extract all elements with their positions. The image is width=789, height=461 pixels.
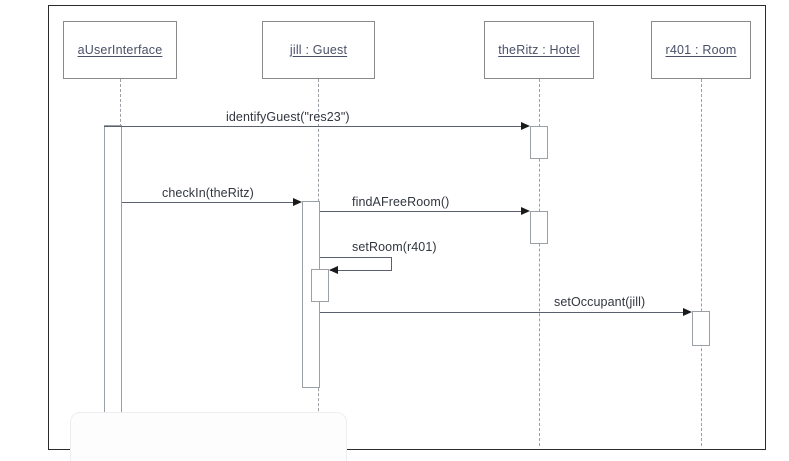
lifeline-label-r401-room: r401 : Room (665, 43, 737, 57)
message-arrowhead-findAFreeRoom (521, 207, 530, 215)
lifeline-head-theRitz-hotel[interactable]: theRitz : Hotel (484, 21, 594, 79)
message-label-setOccupant: setOccupant(jill) (554, 295, 646, 309)
lifeline-head-r401-room[interactable]: r401 : Room (651, 21, 751, 79)
message-label-findAFreeRoom: findAFreeRoom() (352, 195, 450, 209)
message-label-identifyGuest: identifyGuest("res23") (226, 110, 350, 124)
lifeline-label-theRitz-hotel: theRitz : Hotel (498, 43, 580, 57)
message-line-setOccupant[interactable] (320, 312, 684, 313)
activation-bar-r401-room[interactable] (692, 311, 710, 346)
lifeline-head-aUserInterface[interactable]: aUserInterface (63, 21, 177, 79)
activation-bar-theRitz-hotel-2[interactable] (530, 211, 548, 244)
lifeline-dash-r401-room (701, 79, 702, 446)
message-line-checkIn[interactable] (122, 202, 294, 203)
lifeline-head-jill-guest[interactable]: jill : Guest (262, 21, 375, 79)
activation-bar-aUserInterface[interactable] (104, 125, 122, 433)
activation-bar-theRitz-hotel-1[interactable] (530, 126, 548, 159)
message-arrowhead-setOccupant (683, 308, 692, 316)
message-line-identifyGuest[interactable] (104, 126, 522, 127)
message-arrowhead-checkIn (293, 198, 302, 206)
lifeline-label-jill-guest: jill : Guest (289, 43, 348, 57)
message-line-setRoom-bottom[interactable] (330, 270, 392, 271)
message-label-setRoom: setRoom(r401) (352, 240, 437, 254)
message-label-checkIn: checkIn(theRitz) (162, 186, 254, 200)
diagram-frame: aUserInterface jill : Guest theRitz : Ho… (48, 5, 766, 450)
message-line-setRoom-right (391, 257, 392, 270)
message-line-findAFreeRoom[interactable] (320, 211, 522, 212)
lifeline-label-aUserInterface: aUserInterface (77, 43, 163, 57)
message-arrowhead-setRoom (329, 266, 338, 274)
message-arrowhead-identifyGuest (521, 122, 530, 130)
lifeline-dash-theRitz-hotel (539, 79, 540, 446)
message-line-setRoom-top[interactable] (320, 257, 392, 258)
activation-bar-jill-guest-nested[interactable] (311, 269, 329, 302)
